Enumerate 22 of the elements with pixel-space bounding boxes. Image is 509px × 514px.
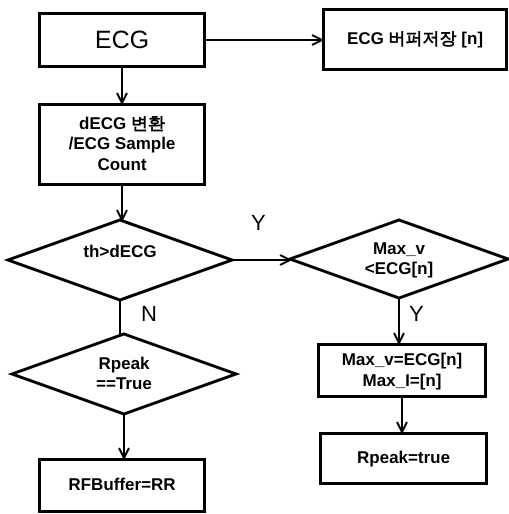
process-box <box>319 432 488 485</box>
decision-text: Max_v <ECG[n] <box>364 238 434 280</box>
process-text: Rpeak=true <box>356 448 450 469</box>
arrow <box>206 34 323 46</box>
process-box <box>38 103 206 186</box>
decision-text: th>dECG <box>83 242 157 262</box>
arrow <box>116 68 128 104</box>
process-text: ECG <box>94 25 150 55</box>
arrow <box>116 186 128 221</box>
process-box <box>38 458 206 513</box>
process-text: ECG 버퍼저장 [n] <box>347 29 483 50</box>
arrow <box>232 254 291 266</box>
process-box <box>322 8 508 71</box>
decision-text: Rpeak ==True <box>95 354 153 394</box>
process-text: RFBuffer=RR <box>68 475 176 496</box>
process-box <box>38 12 206 68</box>
process-text: dECG 변환 /ECG Sample Count <box>68 114 176 176</box>
process-box <box>317 343 487 398</box>
arrow <box>118 414 130 459</box>
arrow <box>393 298 405 344</box>
arrow <box>396 398 408 433</box>
process-text: Max_v=ECG[n] Max_I=[n] <box>340 350 464 391</box>
